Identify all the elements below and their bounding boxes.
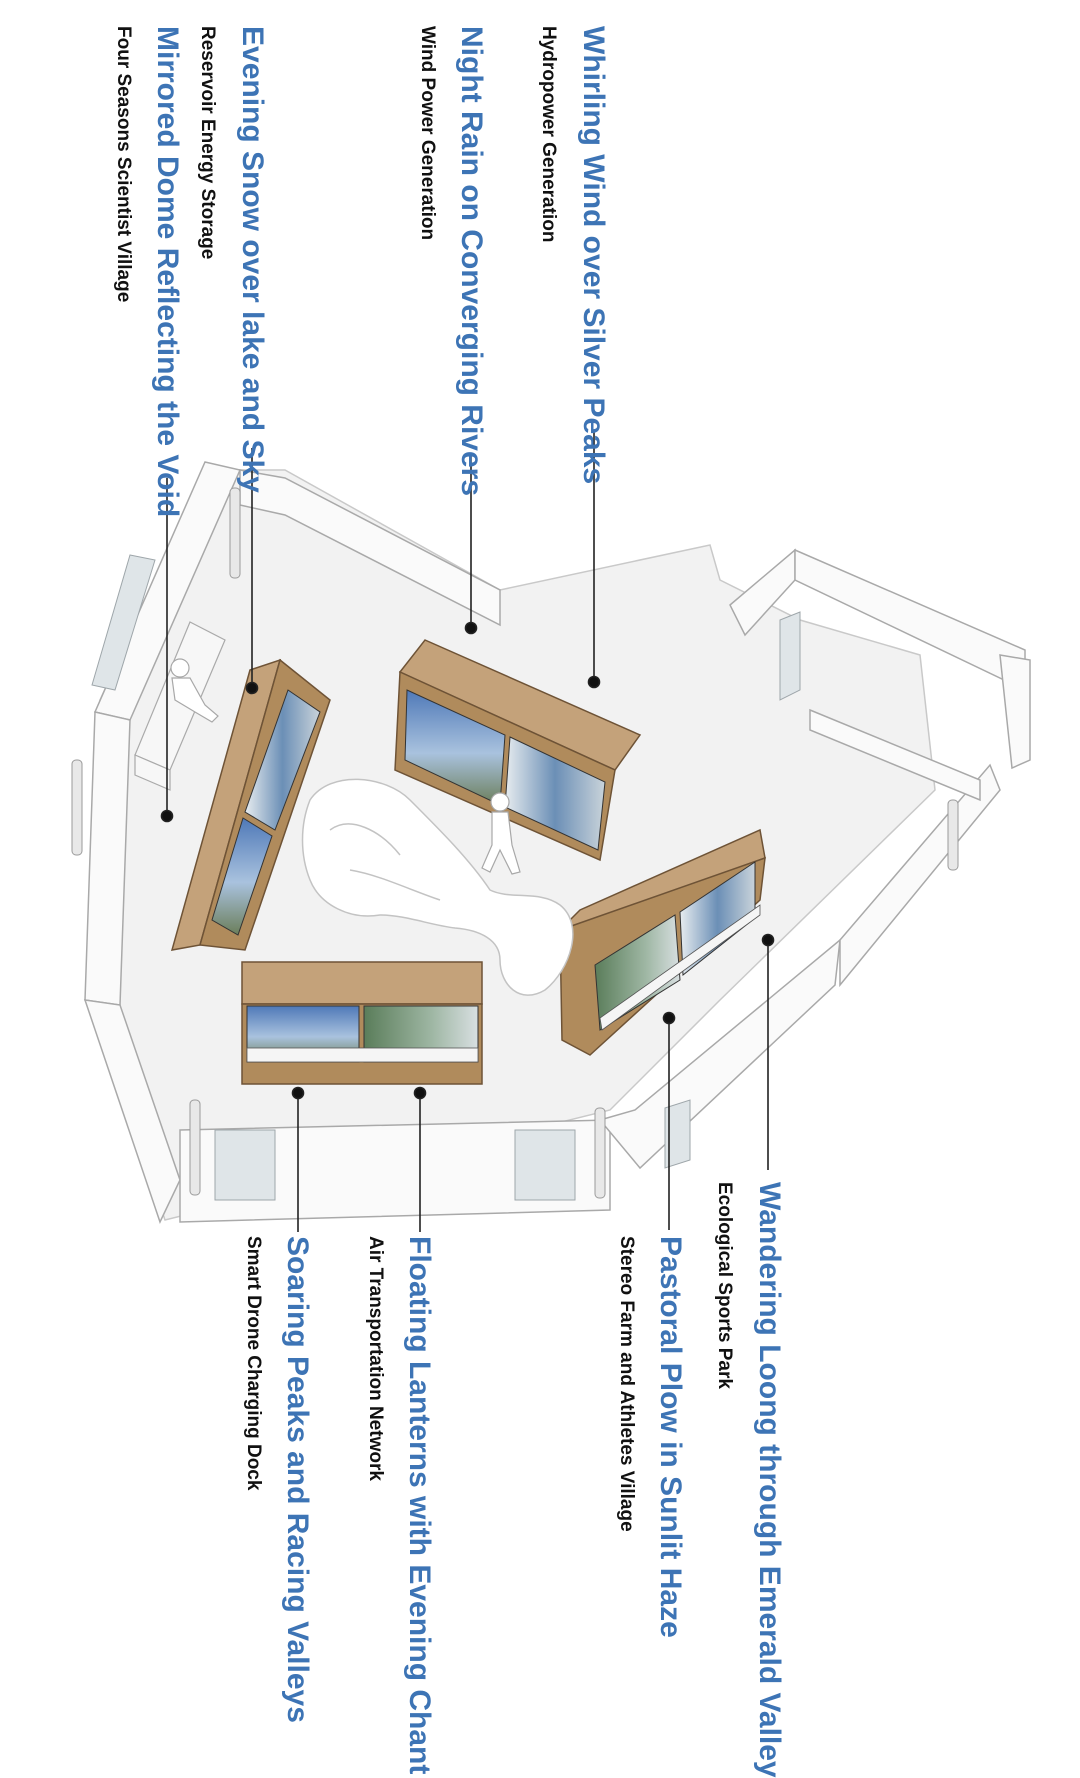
room-walls	[83, 461, 1031, 1224]
leader-dot-evening-snow	[245, 681, 259, 695]
leader-lines	[160, 432, 775, 1232]
terrain-model	[301, 778, 574, 996]
display-cabinet-right	[554, 828, 766, 1056]
leader-dot-soaring-peaks	[291, 1086, 305, 1100]
label-title-soaring-peaks: Soaring Peaks and Racing Valleys	[281, 1236, 314, 1723]
display-cabinet-left	[170, 658, 331, 951]
exhibition-room-illustration	[71, 461, 1031, 1224]
label-subtitle-wandering-loong: Ecological Sports Park	[714, 1182, 735, 1389]
label-subtitle-pastoral-plow: Stereo Farm and Athletes Village	[616, 1236, 637, 1532]
columns	[71, 487, 959, 1199]
label-title-pastoral-plow: Pastoral Plow in Sunlit Haze	[654, 1236, 687, 1638]
leader-dot-wandering-loong	[761, 933, 775, 947]
visitor-figures	[170, 658, 521, 875]
label-title-floating-lanterns: Floating Lanterns with Evening Chant	[403, 1236, 436, 1775]
label-title-whirling: Whirling Wind over Silver Peaks	[577, 26, 610, 485]
label-subtitle-night-rain: Wind Power Generation	[417, 26, 438, 241]
display-cabinet-bottom	[241, 961, 483, 1085]
label-subtitle-whirling: Hydropower Generation	[538, 26, 559, 243]
label-title-evening-snow: Evening Snow over lake and Sky	[236, 26, 269, 493]
display-cabinet-top	[394, 639, 642, 862]
leader-dot-whirling	[587, 675, 601, 689]
label-title-wandering-loong: Wandering Loong through Emerald Valley	[753, 1182, 786, 1778]
label-subtitle-soaring-peaks: Smart Drone Charging Dock	[243, 1236, 264, 1491]
label-title-mirrored-dome: Mirrored Dome Reflecting the Void	[151, 26, 184, 518]
leader-dot-floating-lanterns	[413, 1086, 427, 1100]
label-title-night-rain: Night Rain on Converging Rivers	[455, 26, 488, 497]
leader-dot-pastoral-plow	[662, 1011, 676, 1025]
label-subtitle-floating-lanterns: Air Transportation Network	[365, 1236, 386, 1481]
label-subtitle-mirrored-dome: Four Seasons Scientist Village	[113, 26, 134, 303]
leader-dot-night-rain	[464, 621, 478, 635]
glass-panels	[91, 554, 801, 1201]
leader-dot-mirrored-dome	[160, 809, 174, 823]
label-subtitle-evening-snow: Reservoir Energy Storage	[197, 26, 218, 260]
exhibition-plan-diagram: Whirling Wind over Silver Peaks Hydropow…	[71, 26, 1031, 1778]
